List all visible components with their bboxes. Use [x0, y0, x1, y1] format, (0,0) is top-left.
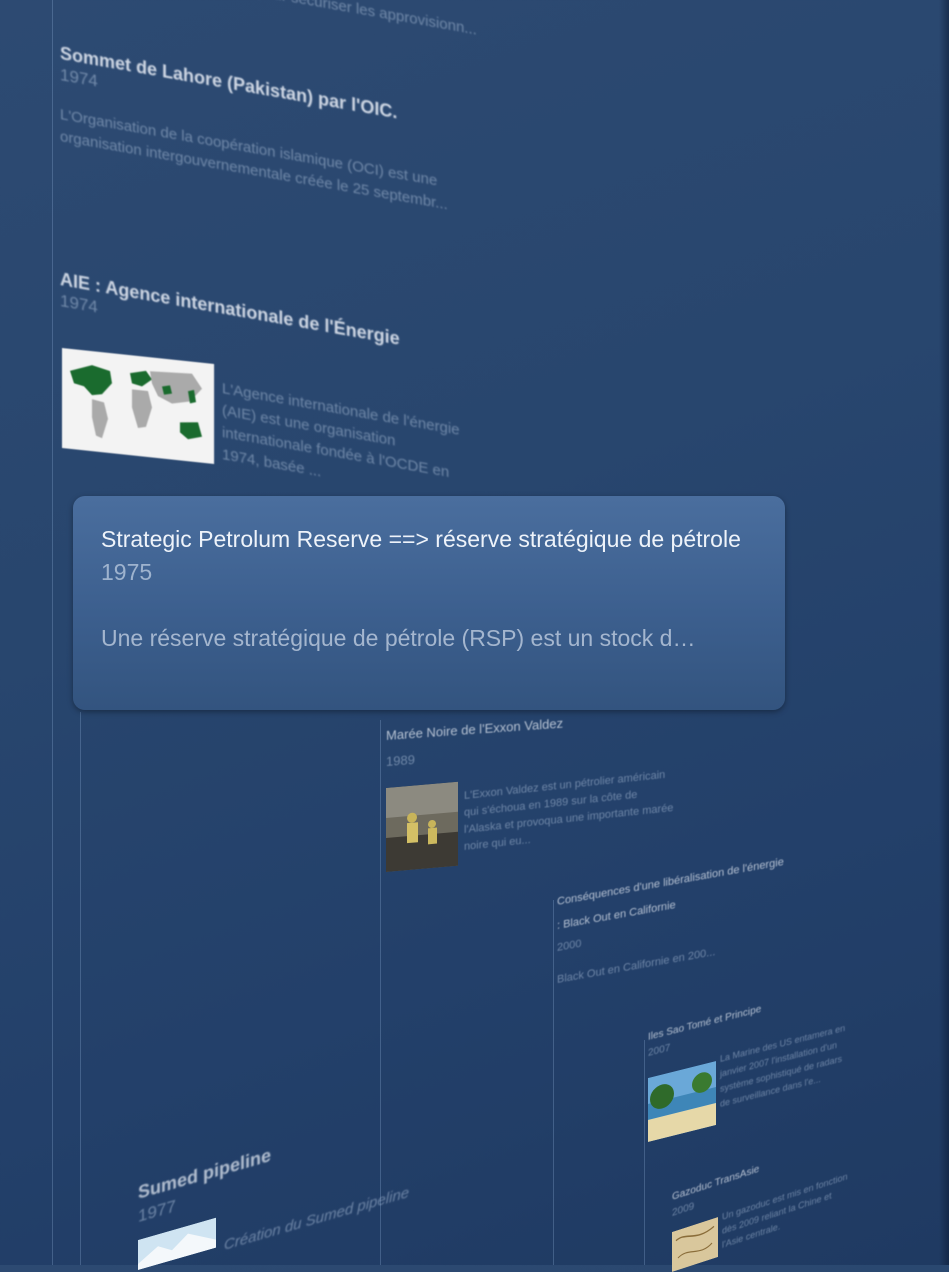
event-title: Strategic Petrolum Reserve ==> réserve s…	[101, 526, 741, 552]
event-year: 1975	[101, 559, 153, 585]
timeline-axis-secondary	[80, 712, 81, 1265]
timeline-event-france-arabie[interactable]: France - Arabie pour sécuriser les appro…	[150, 0, 480, 42]
timeline-event-card-focused[interactable]: Strategic Petrolum Reserve ==> réserve s…	[73, 496, 785, 710]
timeline-axis-main	[52, 0, 53, 1265]
snowy-landscape-image-icon	[138, 1217, 216, 1270]
timeline-axis-tertiary	[380, 720, 381, 1265]
old-map-image-icon	[672, 1217, 718, 1272]
right-edge-shadow	[939, 0, 949, 1265]
timeline-event-black-out-californie[interactable]: Conséquences d'une libéralisation de l'é…	[557, 849, 787, 989]
timeline-event-sommet-lahore[interactable]: Sommet de Lahore (Pakistan) par l'OIC. 1…	[60, 42, 460, 219]
exxon-valdez-description-block: L'Exxon Valdez est un pétrolier américai…	[464, 766, 674, 856]
sao-tome-photo	[648, 1061, 716, 1142]
world-map-icon	[62, 348, 214, 464]
timeline-axis-quinary	[644, 1040, 645, 1265]
exxon-valdez-photo	[386, 781, 458, 872]
event-description: L'Exxon Valdez est un pétrolier américai…	[464, 768, 674, 853]
timeline-axis-quaternary	[553, 900, 554, 1265]
aie-description-block: L'Agence internationale de l'énergie (AI…	[222, 378, 462, 508]
event-description: Une réserve stratégique de pétrole (RSP)…	[101, 625, 696, 651]
tropical-beach-image-icon	[648, 1061, 716, 1142]
sumed-pipeline-photo	[138, 1217, 216, 1270]
event-description: France - Arabie pour sécuriser les appro…	[150, 0, 477, 39]
cleanup-workers-image-icon	[386, 781, 458, 872]
gazoduc-map-photo	[672, 1217, 718, 1272]
event-description: L'Agence internationale de l'énergie (AI…	[222, 380, 460, 482]
aie-world-map-image	[62, 348, 214, 464]
timeline-event-exxon-valdez[interactable]: Marée Noire de l'Exxon Valdez 1989	[386, 705, 686, 772]
